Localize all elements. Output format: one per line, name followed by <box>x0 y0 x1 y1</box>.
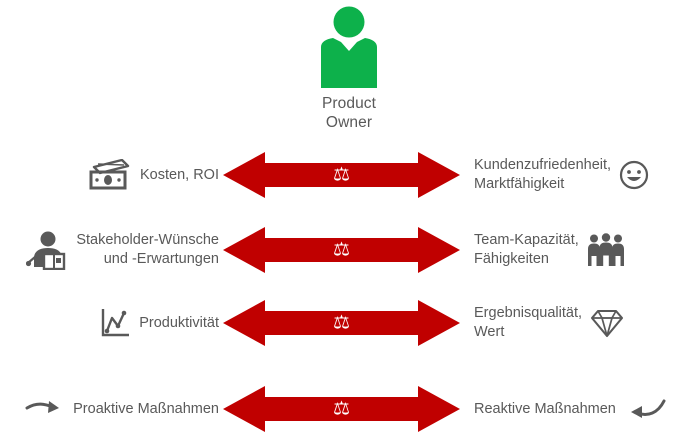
row-4-left-text: Proaktive Maßnahmen <box>73 400 219 419</box>
row-1-right: Kundenzufriedenheit, Marktfähigkeit <box>460 156 698 194</box>
double-headed-arrow-icon <box>223 152 460 198</box>
balance-arrow-3: ⚖ <box>223 295 460 351</box>
row-2-left-line2: und -Erwartungen <box>103 251 219 267</box>
balance-row-4: Proaktive Maßnahmen ⚖ Reaktive Maßnahmen <box>0 381 698 437</box>
forward-arrow-icon <box>25 401 60 413</box>
line-chart-icon <box>102 309 130 337</box>
row-4-left: Proaktive Maßnahmen <box>0 398 223 420</box>
row-3-right-line1: Ergebnisqualität, <box>474 305 583 321</box>
balance-arrow-1: ⚖ <box>223 147 460 203</box>
row-1-left-line1: Kosten, ROI <box>140 166 219 183</box>
balance-arrow-4: ⚖ <box>223 381 460 437</box>
row-4-right-text: Reaktive Maßnahmen <box>474 400 616 419</box>
row-1-left-text: Kosten, ROI <box>140 166 219 185</box>
balance-arrow-2: ⚖ <box>223 222 460 278</box>
row-2-right-text: Team-Kapazität, Fähigkeiten <box>474 231 579 269</box>
row-3-left-text: Produktivität <box>139 314 219 333</box>
row-4-left-line1: Proaktive Maßnahmen <box>73 400 219 417</box>
row-3-right-line2: Wert <box>474 324 505 340</box>
row-2-right-line2: Fähigkeiten <box>474 251 549 267</box>
balance-row-2: Stakeholder-Wünsche und -Erwartungen ⚖ T… <box>0 222 698 278</box>
row-1-left: Kosten, ROI <box>0 159 223 191</box>
back-curved-arrow-icon <box>630 399 666 418</box>
double-headed-arrow-icon <box>223 300 460 346</box>
person-silhouette-icon <box>321 6 377 88</box>
row-4-right-line1: Reaktive Maßnahmen <box>474 400 616 417</box>
product-owner-label: Product Owner <box>322 94 376 132</box>
row-4-right: Reaktive Maßnahmen <box>460 397 698 421</box>
product-owner-block: Product Owner <box>0 6 698 132</box>
double-headed-arrow-icon <box>223 227 460 273</box>
balance-row-3: Produktivität ⚖ Ergebnisqualität, Wert <box>0 295 698 351</box>
row-3-left: Produktivität <box>0 307 223 339</box>
row-2-left-text: Stakeholder-Wünsche und -Erwartungen <box>76 231 219 269</box>
double-headed-arrow-icon <box>223 386 460 432</box>
product-owner-label-line1: Product <box>321 95 377 112</box>
presenter-person-icon <box>26 231 66 270</box>
row-3-right-text: Ergebnisqualität, Wert <box>474 304 582 342</box>
row-2-left: Stakeholder-Wünsche und -Erwartungen <box>0 230 223 270</box>
row-1-right-line1: Kundenzufriedenheit, <box>474 157 612 173</box>
row-2-right: Team-Kapazität, Fähigkeiten <box>460 231 698 269</box>
row-3-left-line1: Produktivität <box>139 314 219 331</box>
row-3-right: Ergebnisqualität, Wert <box>460 304 698 342</box>
balance-row-1: Kosten, ROI ⚖ Kundenzufriedenheit, Markt… <box>0 147 698 203</box>
row-1-right-line2: Marktfähigkeit <box>474 176 565 192</box>
smiley-face-icon <box>619 160 649 190</box>
product-owner-label-line2: Owner <box>325 114 373 131</box>
row-2-right-line1: Team-Kapazität, <box>474 232 579 248</box>
diamond-icon <box>590 309 624 338</box>
row-2-left-line1: Stakeholder-Wünsche <box>76 232 219 248</box>
money-banknotes-icon <box>89 159 130 190</box>
three-people-icon <box>587 233 624 266</box>
row-1-right-text: Kundenzufriedenheit, Marktfähigkeit <box>474 156 611 194</box>
